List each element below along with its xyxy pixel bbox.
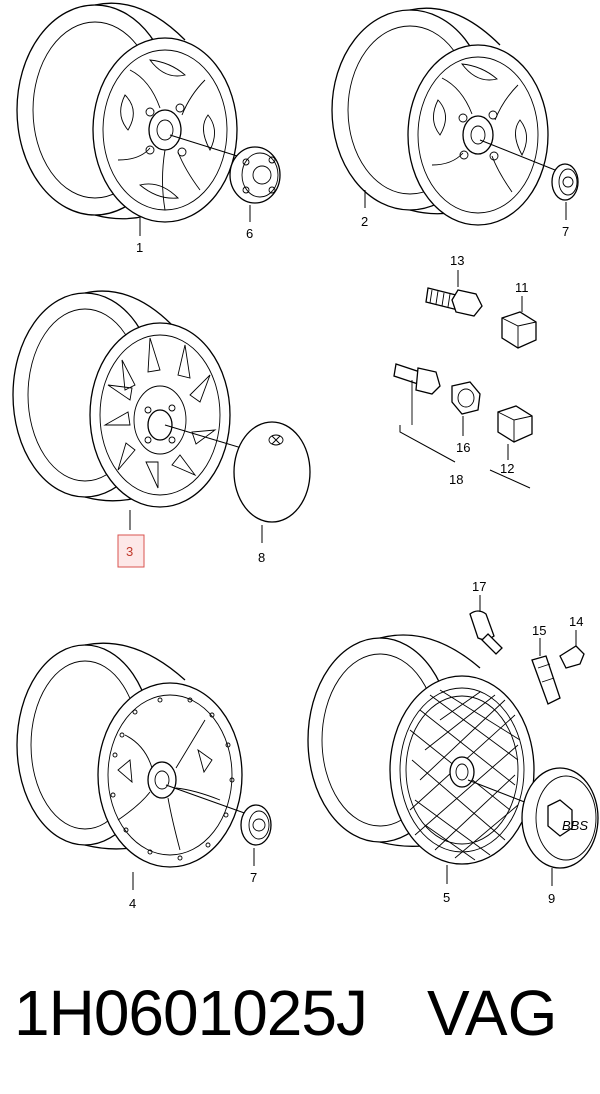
callout-13: 13 (450, 253, 464, 268)
callout-7-top: 7 (562, 224, 569, 239)
callout-4: 4 (129, 896, 136, 911)
wheel-2-illustration (331, 7, 561, 226)
hubcap-9-bbs-illustration: BBS (521, 767, 599, 869)
valve-bolt-18-illustration (393, 363, 441, 425)
callout-2: 2 (361, 214, 368, 229)
wheel-4-illustration (16, 642, 251, 868)
center-cap-8-illustration (233, 421, 311, 523)
wheel-1-illustration (16, 2, 251, 223)
nut-16-illustration (451, 381, 481, 415)
callout-12: 12 (500, 461, 514, 476)
callout-3[interactable]: 3 (126, 544, 133, 559)
wheel-3-illustration (12, 290, 256, 508)
center-cap-7-top-illustration (551, 163, 579, 201)
hubcap-brand-label: BBS (562, 818, 588, 833)
part-number: 1H0601025J (14, 977, 368, 1049)
center-cap-7-bottom-illustration (240, 804, 272, 846)
callout-14: 14 (569, 614, 583, 629)
hubcap-6-illustration (229, 146, 281, 204)
callout-11: 11 (515, 280, 529, 295)
callout-18: 18 (449, 472, 463, 487)
callout-17: 17 (472, 579, 486, 594)
callout-6: 6 (246, 226, 253, 241)
callout-5: 5 (443, 890, 450, 905)
part-number-footer: 1H0601025J VAG (14, 968, 594, 1058)
valve-17-illustration (469, 610, 503, 655)
brand-name: VAG (426, 977, 558, 1049)
weight-clip-14-illustration (559, 645, 585, 669)
callout-16: 16 (456, 440, 470, 455)
wheel-bolt-13-illustration (425, 287, 483, 317)
callout-7-bottom: 7 (250, 870, 257, 885)
wheel-5-bbs-illustration (307, 634, 546, 865)
nut-12-illustration (497, 405, 533, 443)
callout-9: 9 (548, 891, 555, 906)
callout-3-highlight[interactable] (117, 534, 145, 568)
callout-15: 15 (532, 623, 546, 638)
callout-1: 1 (136, 240, 143, 255)
nut-11-illustration (501, 311, 537, 349)
weight-clip-15-illustration (531, 655, 561, 705)
callout-8: 8 (258, 550, 265, 565)
parts-diagram: 1 6 2 7 13 11 (12, 2, 599, 911)
